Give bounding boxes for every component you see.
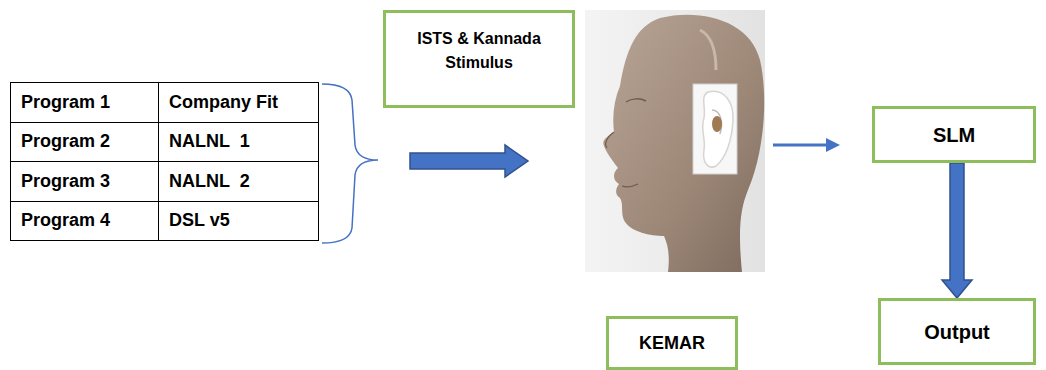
slm-box: SLM — [872, 106, 1036, 163]
node-label: Output — [924, 317, 990, 347]
block-arrow — [942, 163, 972, 298]
table-text: Program 3 — [21, 171, 110, 192]
bracket — [322, 84, 378, 243]
table-cell: Company Fit — [158, 82, 319, 123]
table-text: Company Fit — [169, 92, 278, 113]
table-text: Program 1 — [21, 92, 110, 113]
node-label: SLM — [933, 120, 975, 150]
table-cell: DSL v5 — [158, 201, 319, 242]
table-text: NALNL 1 — [169, 131, 250, 152]
node-label: KEMAR — [639, 330, 705, 357]
table-text: DSL v5 — [169, 210, 230, 231]
node-label: ISTS & Kannada Stimulus — [404, 27, 554, 75]
table-cell: NALNL 1 — [158, 122, 319, 163]
arrow-head — [826, 138, 840, 152]
table-cell: Program 1 — [10, 82, 159, 123]
table-text: NALNL 2 — [169, 171, 250, 192]
table-text: Program 2 — [21, 131, 110, 152]
table-cell: NALNL 2 — [158, 161, 319, 202]
stimulus-box: ISTS & Kannada Stimulus — [383, 10, 575, 108]
table-text: Program 4 — [21, 210, 110, 231]
kemar-box: KEMAR — [606, 316, 738, 370]
kemar-photo — [585, 10, 765, 272]
block-arrow — [410, 145, 528, 177]
output-box: Output — [878, 298, 1036, 365]
table-cell: Program 3 — [10, 161, 159, 202]
arrow-line — [773, 144, 828, 147]
table-cell: Program 4 — [10, 201, 159, 242]
table-cell: Program 2 — [10, 122, 159, 163]
